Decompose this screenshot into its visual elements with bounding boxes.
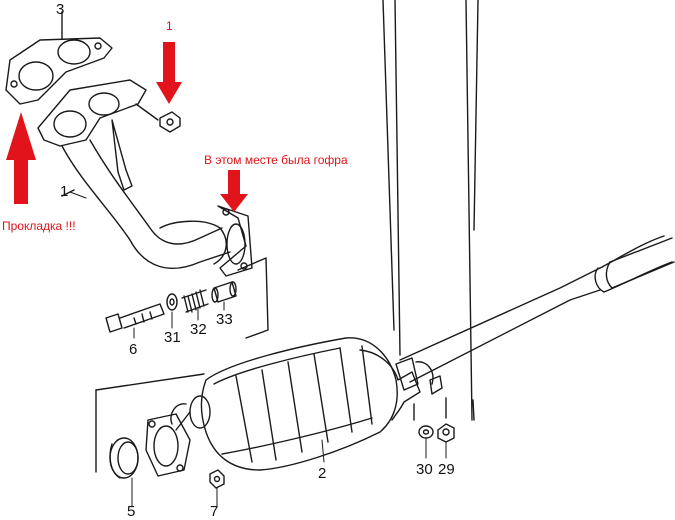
part-number-2: 2	[318, 465, 327, 482]
front-pipe-1	[37, 79, 231, 269]
washer-30	[418, 425, 434, 439]
part-number-31: 31	[164, 329, 181, 346]
gasket-note: Прокладка !!!	[2, 219, 76, 233]
leader-lines	[69, 191, 447, 507]
part-number-30: 30	[416, 461, 433, 478]
nut-29	[437, 423, 455, 443]
arrow-down-icon	[156, 42, 182, 104]
lower-frame	[95, 373, 447, 473]
body-frame-lines	[382, 0, 479, 421]
part-number-1: 1	[60, 183, 69, 200]
part-number-3: 3	[56, 1, 65, 18]
arrow-up-icon	[6, 112, 36, 204]
gasket-3	[5, 11, 113, 105]
bolt-kit-frame	[237, 257, 269, 339]
part-number-5: 5	[127, 503, 136, 520]
bolt-6	[105, 303, 165, 333]
part-number-32: 32	[190, 321, 207, 338]
seal-ring-5	[109, 437, 139, 479]
part-number-7: 7	[210, 503, 219, 520]
corrugation-note: В этом месте была гофра	[204, 153, 348, 167]
nut-marker-label: 1	[166, 19, 173, 33]
rear-pipe	[399, 235, 675, 383]
part-number-33: 33	[216, 311, 233, 328]
converter-flange	[145, 413, 191, 477]
washer-31	[166, 293, 178, 311]
nut-7	[209, 469, 225, 489]
arrow-down-icon	[220, 170, 248, 212]
part-number-6: 6	[129, 341, 138, 358]
part-number-29: 29	[438, 461, 455, 478]
sleeve-33	[211, 281, 237, 303]
spring-32	[181, 289, 209, 313]
catalytic-converter-2	[170, 337, 443, 471]
nut-1	[159, 111, 181, 133]
